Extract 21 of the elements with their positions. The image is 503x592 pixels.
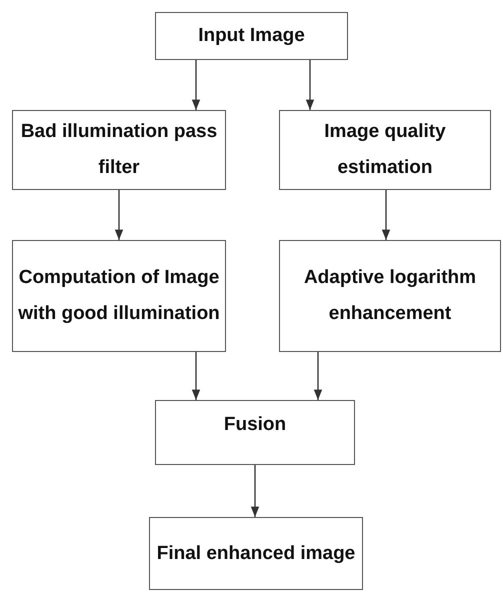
- arrow: [250, 465, 260, 517]
- process-box: [155, 12, 348, 60]
- box-label: Fusion: [224, 413, 286, 437]
- arrow: [192, 352, 200, 400]
- box-label: Computation of Image with good illumination: [17, 266, 221, 326]
- process-box: [149, 517, 363, 590]
- process-box: [279, 110, 491, 190]
- process-box: [155, 400, 355, 465]
- box-label: Image quality estimation: [323, 120, 447, 180]
- arrow: [192, 60, 200, 110]
- box-label: Input Image: [198, 24, 305, 48]
- arrow: [382, 190, 390, 240]
- process-box: [12, 110, 226, 190]
- arrow: [314, 352, 322, 400]
- box-label: Bad illumination pass filter: [20, 120, 218, 180]
- arrow: [306, 60, 314, 110]
- process-box: [12, 240, 226, 352]
- box-label: Adaptive logarithm enhancement: [302, 266, 478, 326]
- process-box: [279, 240, 501, 352]
- box-label: Final enhanced image: [156, 542, 356, 566]
- arrow: [114, 190, 124, 240]
